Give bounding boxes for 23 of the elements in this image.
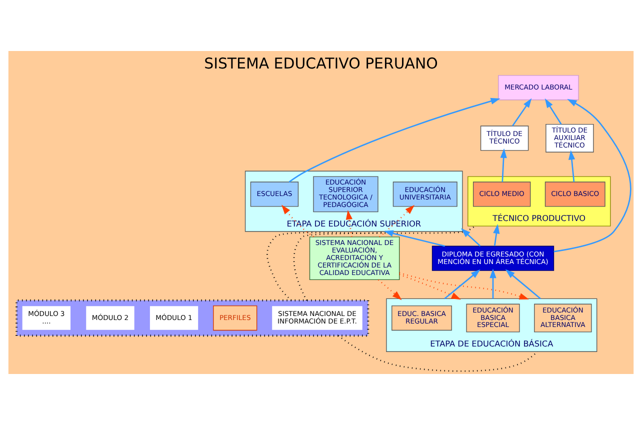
arrow bbox=[500, 148, 507, 182]
arrow bbox=[460, 228, 481, 246]
connector bbox=[293, 225, 476, 300]
arrow bbox=[568, 150, 576, 182]
arrow bbox=[346, 209, 352, 237]
arrow bbox=[444, 268, 480, 299]
arrow bbox=[505, 268, 541, 299]
diagram-title: SISTEMA EDUCATIVO PERUANO bbox=[204, 54, 438, 72]
connector bbox=[338, 334, 538, 372]
arrow bbox=[493, 224, 500, 246]
arrow bbox=[554, 98, 632, 252]
arrow bbox=[490, 268, 496, 298]
connector bbox=[266, 230, 386, 300]
arrow bbox=[384, 230, 446, 246]
arrow bbox=[378, 278, 402, 300]
arrow bbox=[399, 273, 461, 300]
cluster bbox=[16, 298, 370, 336]
arrow bbox=[288, 97, 500, 182]
arrow bbox=[544, 98, 562, 124]
arrow bbox=[281, 204, 314, 237]
arrow bbox=[399, 272, 529, 300]
arrow bbox=[512, 98, 532, 126]
arrow bbox=[379, 204, 415, 237]
